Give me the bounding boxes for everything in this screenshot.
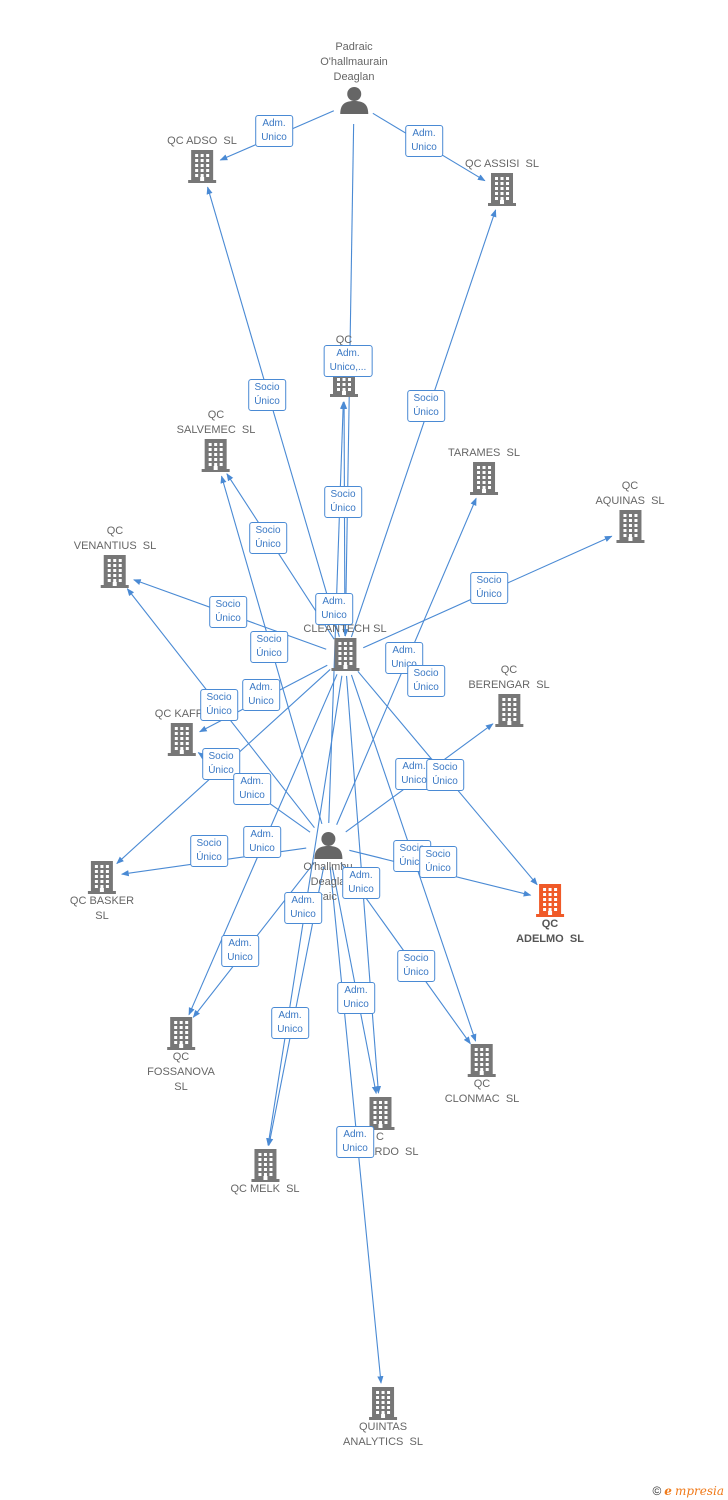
node-label: QC ADSO SL: [167, 135, 237, 147]
person-icon: [340, 87, 368, 114]
edge-label[interactable]: Socio Único: [200, 689, 238, 721]
person-icon: [314, 832, 342, 859]
node-label: QC SALVEMEC SL: [176, 409, 256, 436]
copyright-icon: ©: [652, 1484, 662, 1498]
node-label: QC CLONMAC SL: [444, 1078, 520, 1105]
node-clean[interactable]: AS CLEANTECH SL: [303, 607, 387, 671]
node-tarames[interactable]: TARAMES SL: [448, 446, 520, 495]
node-label: QC MELK SL: [230, 1183, 300, 1195]
node-label: QC ASSISI SL: [465, 158, 539, 170]
edge-label[interactable]: Socio Único: [190, 835, 228, 867]
edge-label[interactable]: Socio Único: [248, 379, 286, 411]
building-icon: [470, 462, 498, 495]
building-icon: [368, 1387, 397, 1420]
node-padraic[interactable]: Padraic O'hallmaurain Deaglan: [320, 40, 388, 115]
node-label: QC VENANTIUS SL: [73, 525, 157, 552]
node-adso[interactable]: QC ADSO SL: [167, 134, 237, 183]
edge-label[interactable]: Adm. Unico: [242, 679, 280, 711]
edge-label[interactable]: Adm. Unico: [233, 773, 271, 805]
node-assisi[interactable]: QC ASSISI SL: [465, 157, 539, 206]
node-label: O'hallmhu Deagla raic: [303, 861, 353, 903]
node-person2[interactable]: O'hallmhu Deagla raic: [303, 830, 353, 905]
edge-label[interactable]: Adm. Unico: [255, 115, 293, 147]
node-kaffa[interactable]: QC KAFFA: [155, 707, 209, 756]
building-icon: [101, 555, 129, 588]
node-salvemec[interactable]: QC SALVEMEC SL: [176, 408, 256, 472]
node-label: QC ADELMO SL: [516, 918, 584, 945]
edge-label[interactable]: Socio Único: [407, 665, 445, 697]
building-icon: [88, 861, 116, 894]
node-aquinas[interactable]: QC AQUINAS SL: [595, 479, 665, 543]
building-icon: [167, 1017, 195, 1050]
edge-clean-adso: [206, 186, 340, 637]
edge-label[interactable]: Socio Único: [209, 596, 247, 628]
node-quintas[interactable]: QUINTAS ANALYTICS SL: [343, 1386, 423, 1450]
node-label: TARAMES SL: [448, 447, 520, 459]
building-icon: [536, 884, 564, 917]
edge-label[interactable]: Socio Único: [426, 759, 464, 791]
building-icon: [615, 510, 644, 543]
building-icon: [467, 1044, 496, 1077]
node-venantius[interactable]: QC VENANTIUS SL: [73, 524, 157, 588]
edge-label[interactable]: Socio Único: [397, 950, 435, 982]
node-basker[interactable]: QC BASKER SL: [70, 860, 134, 924]
edge-label[interactable]: Adm. Unico: [221, 935, 259, 967]
building-icon: [487, 173, 516, 206]
edge-person2-alimardo: [331, 866, 378, 1095]
building-icon: [168, 723, 196, 756]
building-icon: [201, 439, 230, 472]
building-icon: [250, 1149, 279, 1182]
node-label: Padraic O'hallmaurain Deaglan: [320, 41, 388, 83]
building-icon: [330, 638, 359, 671]
edge-label[interactable]: Adm. Unico: [243, 826, 281, 858]
node-label: QC BERENGAR SL: [468, 664, 550, 691]
building-icon: [366, 1097, 394, 1130]
node-melk[interactable]: QC MELK SL: [230, 1148, 300, 1197]
edge-person2-quintas: [329, 866, 384, 1384]
edge-clean-assisi: [350, 209, 497, 638]
edge-label[interactable]: Adm. Unico,...: [323, 345, 373, 377]
edge-label[interactable]: Socio Único: [324, 486, 362, 518]
edge-label[interactable]: Adm. Unico: [337, 982, 375, 1014]
edge-label[interactable]: Socio Único: [407, 390, 445, 422]
building-icon: [495, 694, 523, 727]
node-label: QUINTAS ANALYTICS SL: [343, 1421, 423, 1448]
node-berengar[interactable]: QC BERENGAR SL: [468, 663, 550, 727]
node-label: QC AQUINAS SL: [595, 480, 665, 507]
edge-label[interactable]: Socio Único: [250, 631, 288, 663]
node-fossanova[interactable]: QC FOSSANOVA SL: [147, 1016, 215, 1095]
node-label: QC BASKER SL: [69, 895, 135, 922]
edge-label[interactable]: Adm. Unico: [271, 1007, 309, 1039]
edge-label[interactable]: Socio Único: [419, 846, 457, 878]
edge-label[interactable]: Adm. Unico: [284, 892, 322, 924]
edge-label[interactable]: Adm. Unico: [315, 593, 353, 625]
edge-label[interactable]: Adm. Unico: [405, 125, 443, 157]
edge-label[interactable]: Socio Único: [470, 572, 508, 604]
node-clonmac[interactable]: QC CLONMAC SL: [444, 1043, 520, 1107]
node-adelmo[interactable]: QC ADELMO SL: [516, 883, 584, 947]
edge-label[interactable]: Adm. Unico: [342, 867, 380, 899]
brand-logo-initial: e: [664, 1484, 672, 1498]
edge-label[interactable]: Adm. Unico: [385, 642, 423, 674]
edge-label[interactable]: Socio Único: [249, 522, 287, 554]
edge-label[interactable]: Adm. Unico: [336, 1126, 374, 1158]
brand-logo-text: mpresia: [674, 1484, 724, 1498]
building-icon: [187, 150, 216, 183]
node-label: QC FOSSANOVA SL: [147, 1051, 215, 1093]
